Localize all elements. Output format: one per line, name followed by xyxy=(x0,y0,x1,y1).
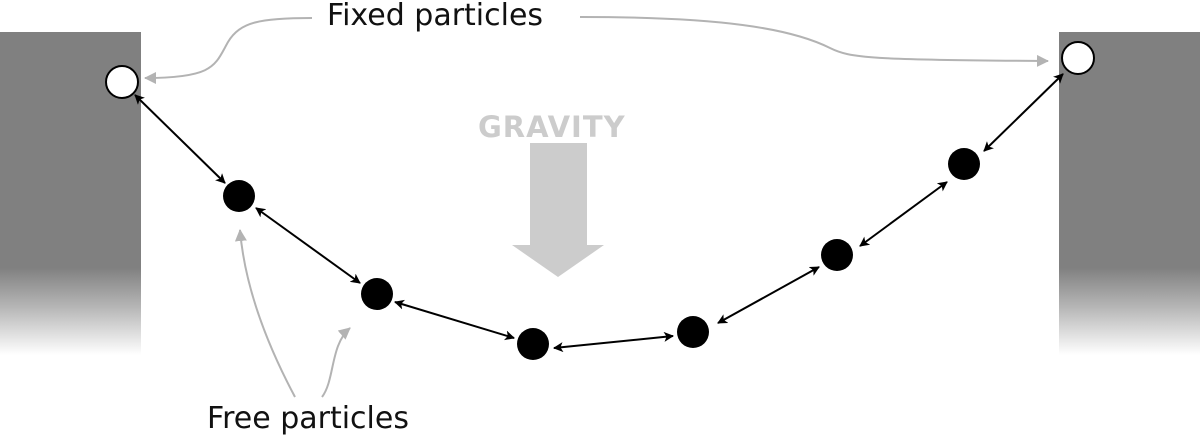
free-particles-label: Free particles xyxy=(207,401,409,436)
fixed-particle-left xyxy=(105,65,139,99)
spring-line xyxy=(859,181,948,247)
spring-line xyxy=(717,266,820,324)
spring-line xyxy=(983,73,1064,152)
free-particle xyxy=(821,239,853,271)
spring-line xyxy=(255,207,361,284)
free-particle xyxy=(677,316,709,348)
free-particles-callout xyxy=(234,229,351,398)
gravity-label: GRAVITY xyxy=(478,110,626,144)
spring-line xyxy=(134,94,226,184)
gravity-arrow-icon xyxy=(512,143,604,277)
spring-line xyxy=(553,331,674,353)
spring-line xyxy=(394,299,515,341)
free-particle xyxy=(361,278,393,310)
springs xyxy=(134,73,1064,353)
free-particle xyxy=(948,148,980,180)
right-wall xyxy=(1059,32,1200,355)
free-particle xyxy=(517,328,549,360)
fixed-particle-right xyxy=(1061,41,1095,75)
fixed-particles-label: Fixed particles xyxy=(327,0,544,33)
free-particle xyxy=(223,180,255,212)
fixed-particles-callout xyxy=(144,16,1049,84)
